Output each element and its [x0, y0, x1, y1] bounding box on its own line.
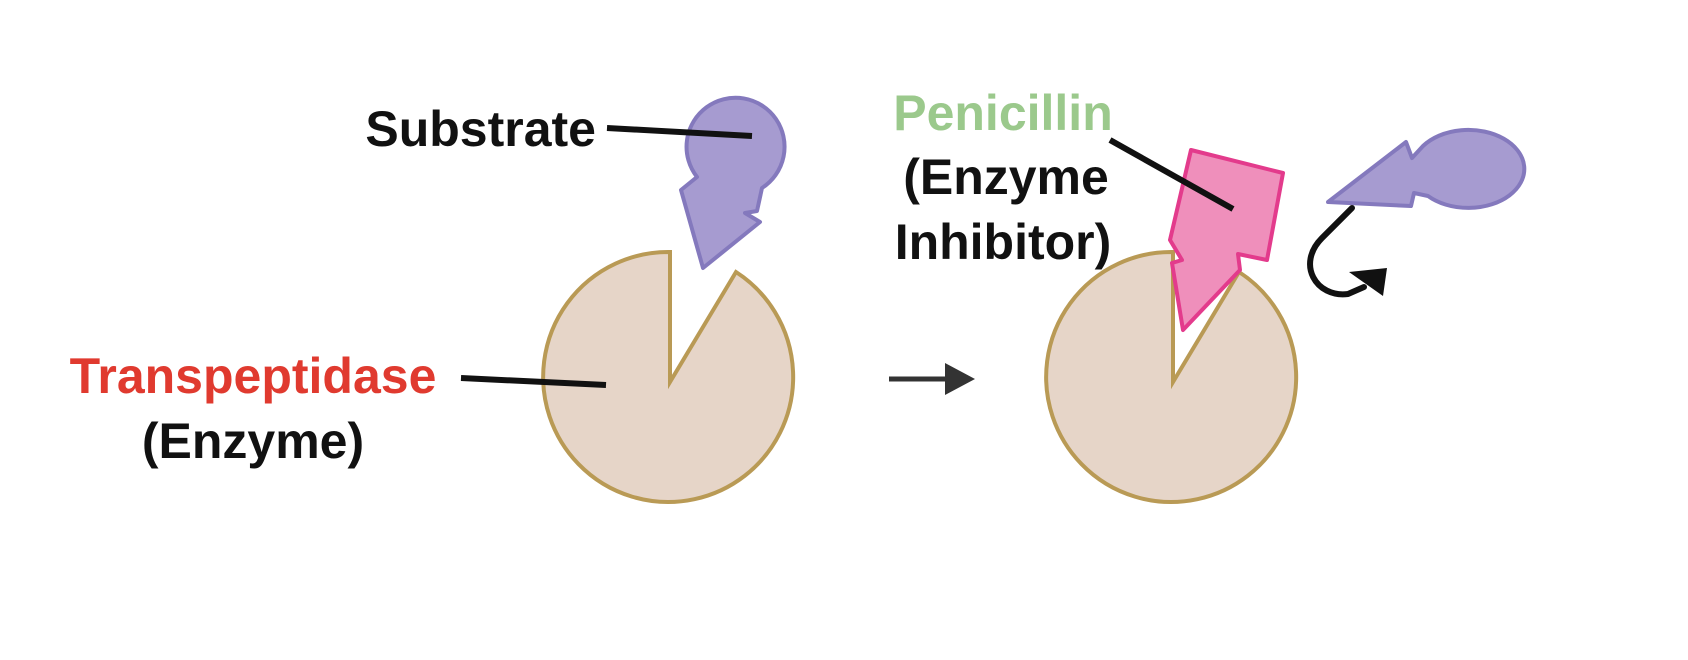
enzyme-transpeptidase-left: [541, 249, 796, 504]
substrate-leader-line: [606, 125, 753, 139]
enzyme-leader-line: [460, 375, 607, 388]
reaction-arrow: [889, 363, 975, 395]
inhibitor-type-label-line1: (Enzyme: [903, 149, 1109, 205]
curved-arrow-icon: [1307, 205, 1387, 298]
displaced-substrate-molecule: [1326, 127, 1527, 210]
penicillin-name-label: Penicillin: [893, 85, 1113, 141]
penicillin-leader-line: [1108, 137, 1235, 212]
substrate-molecule: [679, 95, 787, 270]
inhibitor-type-label-line2: Inhibitor): [895, 214, 1112, 270]
penicillin-molecule: [1168, 148, 1285, 332]
substrate-label: Substrate: [365, 101, 596, 157]
enzyme-transpeptidase-right: [1044, 249, 1299, 504]
enzyme-name-label: Transpeptidase: [70, 348, 437, 404]
enzyme-type-label: (Enzyme): [142, 413, 364, 469]
